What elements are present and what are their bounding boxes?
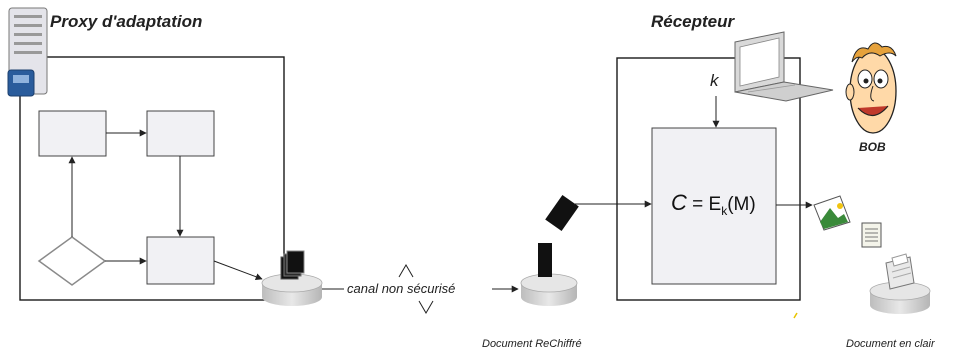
proxy-frame <box>19 56 285 301</box>
decision-diamond <box>37 236 107 286</box>
receiver-title: Récepteur <box>651 12 735 31</box>
process-box-2 <box>146 110 215 157</box>
bob-label: BOB <box>859 140 886 154</box>
bob-face-icon <box>845 42 897 134</box>
encrypted-document-icon <box>280 250 305 280</box>
doc-rechiffre-label: Document ReChiffré <box>482 338 582 350</box>
decrypt-box <box>651 127 777 285</box>
caret-down-icon <box>418 300 434 314</box>
key-label: k <box>710 71 719 90</box>
formula-eq: = E <box>686 194 722 215</box>
image-file-icon <box>813 195 851 231</box>
decrypt-formula: C = Ek(M) <box>671 190 756 218</box>
tilted-document-icon <box>545 194 579 232</box>
server-icon <box>7 7 48 97</box>
formula-c: C <box>671 190 687 215</box>
process-box-3 <box>146 236 215 285</box>
shredder-icon <box>885 253 915 290</box>
process-box-1 <box>38 110 107 157</box>
proxy-title: Proxy d'adaptation <box>50 12 203 31</box>
channel-label: canal non sécurisé <box>347 281 456 296</box>
yellow-mark <box>793 312 798 319</box>
platform-clair <box>869 281 931 314</box>
caret-up-icon <box>398 264 414 278</box>
formula-arg: (M) <box>727 194 756 215</box>
arrow-box3-to-platform <box>213 260 263 281</box>
formula-sub: k <box>721 203 728 218</box>
doc-clair-label: Document en clair <box>846 338 935 350</box>
rechiffre-document-icon <box>538 243 552 277</box>
laptop-icon <box>734 31 834 102</box>
text-file-icon <box>861 222 882 248</box>
platform-rechiffre <box>520 273 578 306</box>
receiver-frame <box>616 57 801 301</box>
platform-proxy <box>261 273 323 306</box>
